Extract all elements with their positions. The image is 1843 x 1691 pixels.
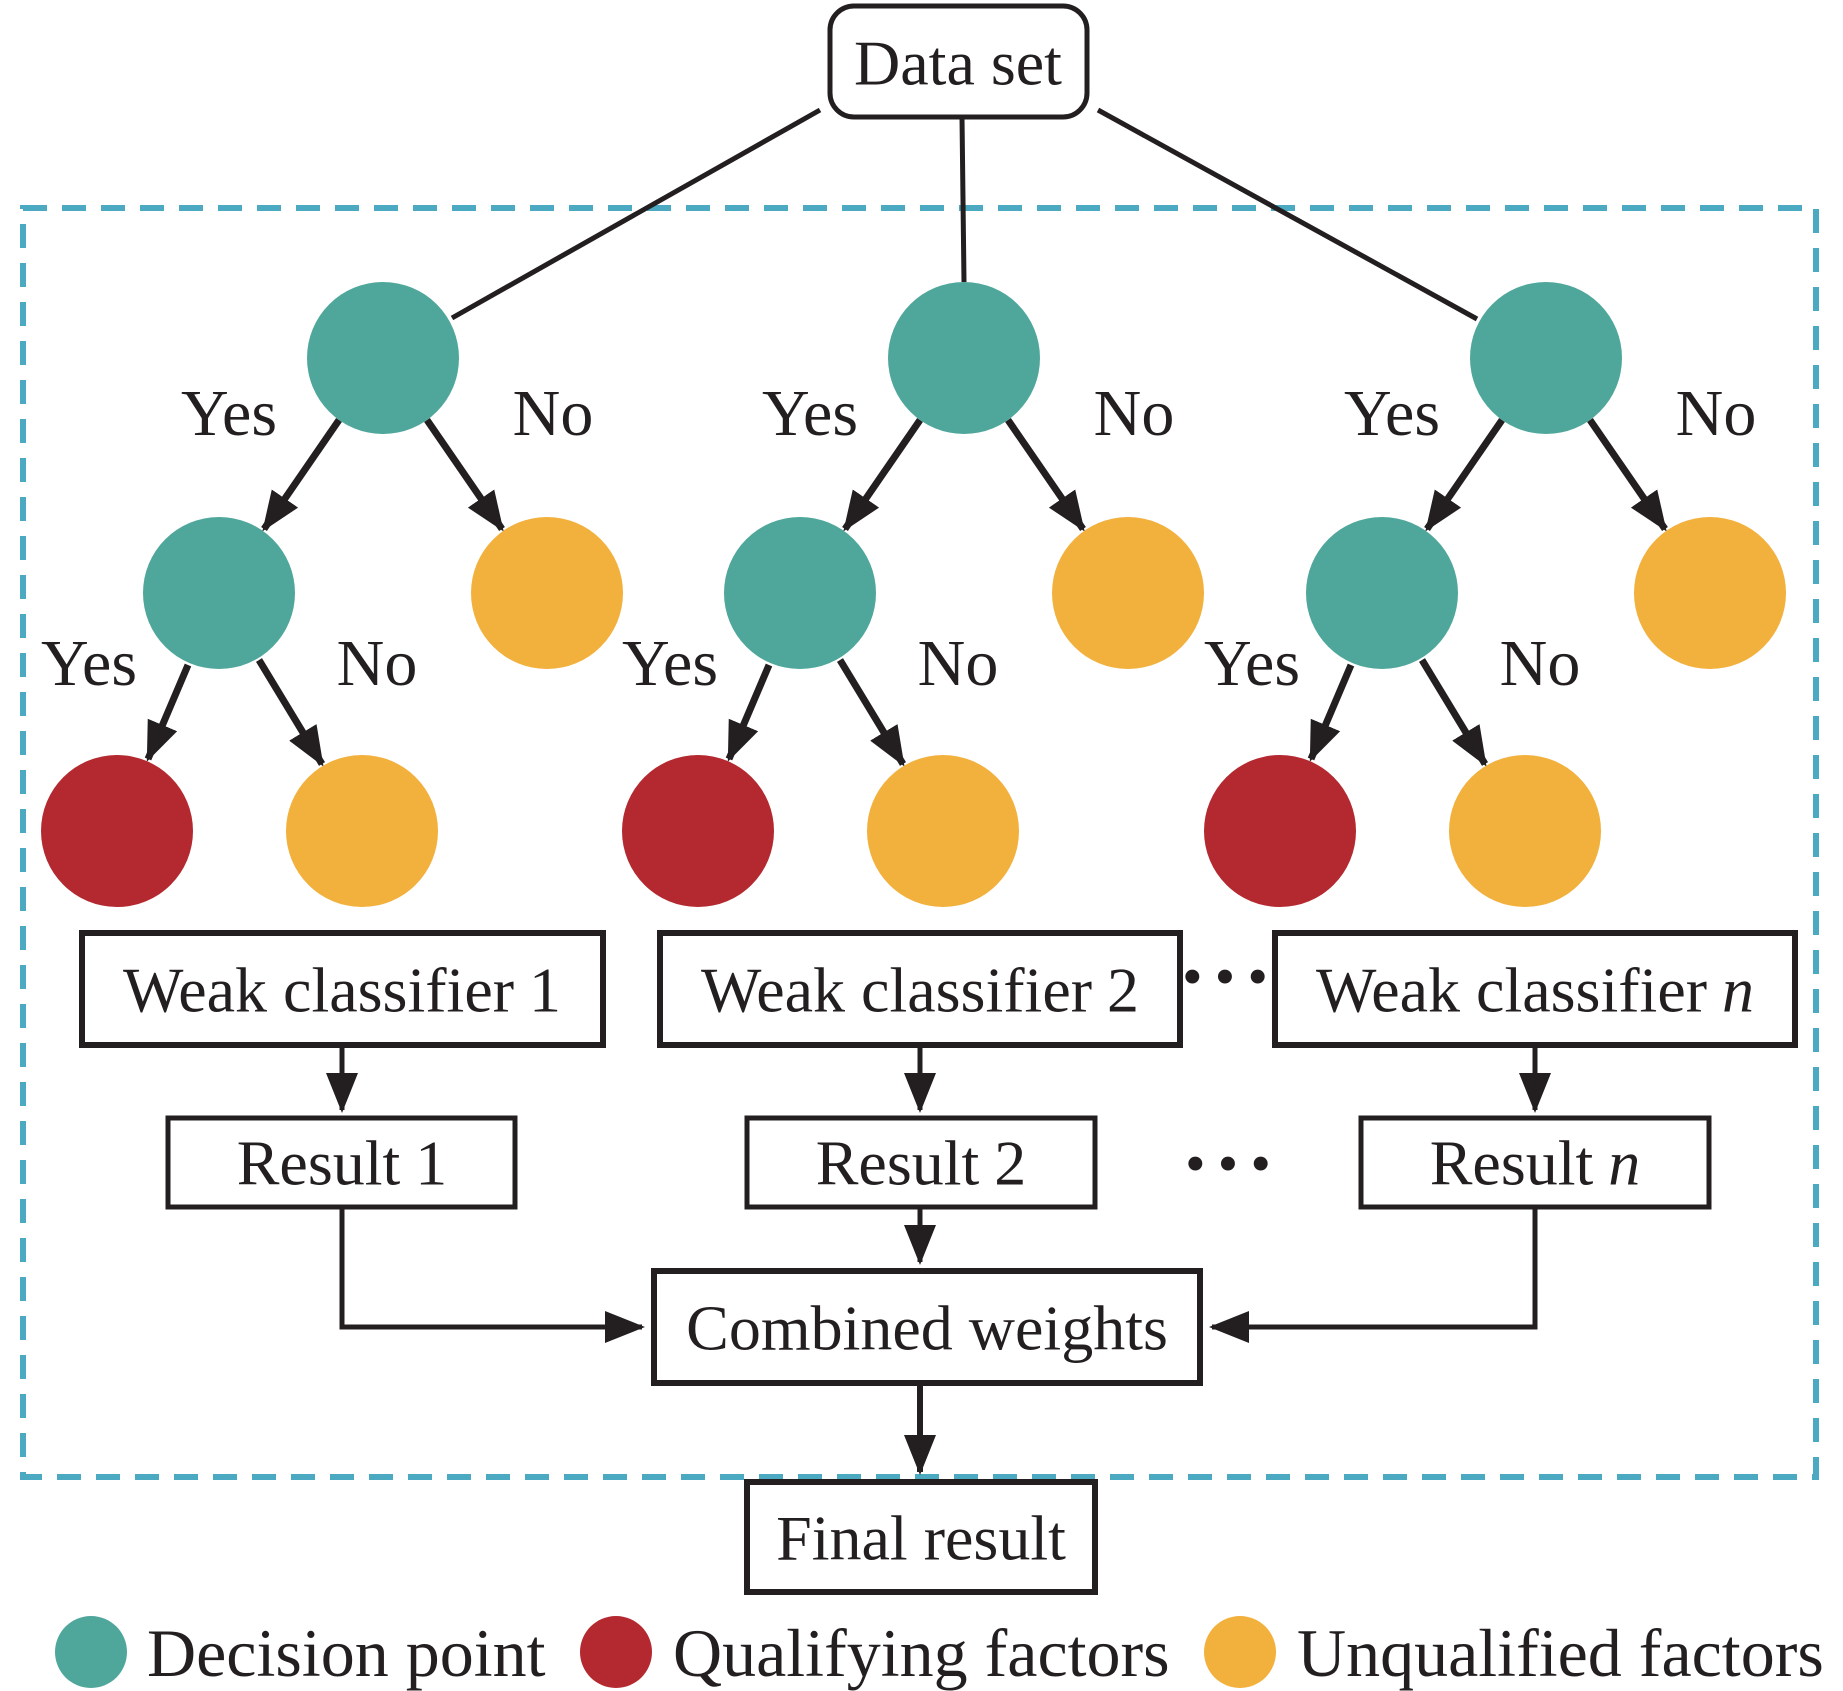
qualifying-factors-swatch <box>580 1616 652 1688</box>
edge-no <box>1419 658 1488 767</box>
combined-weights-box <box>651 1268 1203 1386</box>
edge-label-no: No <box>1500 627 1581 700</box>
legend-item-qualifying-factors: Qualifying factors <box>580 1615 1170 1691</box>
legend-label: Decision point <box>147 1615 546 1691</box>
connector-to-tree-3 <box>1096 107 1479 322</box>
edge-yes <box>144 663 192 762</box>
legend: Decision point Qualifying factors Unqual… <box>55 1615 1824 1691</box>
edge-no <box>837 658 906 767</box>
edge-yes <box>1307 663 1355 762</box>
edge-label-no: No <box>918 627 999 700</box>
tree-1: Yes No Yes No <box>41 282 623 907</box>
ensemble-dashed-border <box>20 205 1819 1480</box>
classifier-ellipsis: ··· <box>1178 928 1276 1024</box>
edge-yes <box>261 418 342 532</box>
edge-no <box>1005 418 1086 532</box>
unqualified-node <box>867 755 1019 907</box>
dataset-connectors <box>450 107 1479 322</box>
edge-yes <box>1424 418 1505 532</box>
edge-no <box>424 418 505 532</box>
arrow-elbow-right <box>339 1207 645 1343</box>
result-ellipsis: ··· <box>1181 1115 1279 1211</box>
classifier-result-arrows <box>326 1045 1551 1113</box>
unqualified-node <box>1449 755 1601 907</box>
unqualified-node <box>286 755 438 907</box>
dataset-label: Data set <box>854 27 1062 98</box>
unqualified-node <box>1634 517 1786 669</box>
decision-node <box>143 517 295 669</box>
legend-label: Unqualified factors <box>1297 1615 1824 1691</box>
edge-label-no: No <box>1094 377 1175 450</box>
qualifying-node <box>622 755 774 907</box>
arrow-elbow-left <box>1209 1207 1538 1343</box>
final-result-box <box>744 1479 1098 1595</box>
legend-label: Qualifying factors <box>673 1615 1170 1691</box>
decision-node <box>724 517 876 669</box>
edge-label-no: No <box>513 377 594 450</box>
dataset-box <box>827 3 1090 120</box>
tree-2: Yes No Yes No <box>622 282 1204 907</box>
decision-node <box>1306 517 1458 669</box>
legend-item-decision-point: Decision point <box>55 1615 546 1691</box>
edge-yes <box>842 418 923 532</box>
edge-label-yes: Yes <box>41 627 137 700</box>
result-combined-arrows <box>339 1207 1538 1343</box>
edge-label-yes: Yes <box>1204 627 1300 700</box>
connector-to-tree-2 <box>959 116 967 283</box>
dataset-node: Data set <box>827 3 1090 120</box>
final-result-label: Final result <box>776 1502 1066 1573</box>
edge-no <box>1587 418 1668 532</box>
decision-node <box>888 282 1040 434</box>
edge-no <box>256 658 325 767</box>
edge-label-yes: Yes <box>762 377 858 450</box>
edge-label-yes: Yes <box>181 377 277 450</box>
qualifying-node <box>1204 755 1356 907</box>
final-result-node: Final result <box>744 1479 1098 1595</box>
edge-yes <box>725 663 773 762</box>
unqualified-node <box>1052 517 1204 669</box>
combined-weights-label: Combined weights <box>686 1292 1168 1363</box>
tree-3: Yes No Yes No <box>1204 282 1786 907</box>
combined-weights-node: Combined weights <box>651 1268 1203 1386</box>
connector-to-tree-1 <box>450 107 822 321</box>
decision-point-swatch <box>55 1616 127 1688</box>
edge-label-yes: Yes <box>1344 377 1440 450</box>
edge-label-no: No <box>1676 377 1757 450</box>
unqualified-node <box>471 517 623 669</box>
decision-node <box>1470 282 1622 434</box>
qualifying-node <box>41 755 193 907</box>
decision-node <box>307 282 459 434</box>
edge-label-yes: Yes <box>622 627 718 700</box>
edge-label-no: No <box>337 627 418 700</box>
unqualified-factors-swatch <box>1204 1616 1276 1688</box>
legend-item-unqualified-factors: Unqualified factors <box>1204 1615 1824 1691</box>
